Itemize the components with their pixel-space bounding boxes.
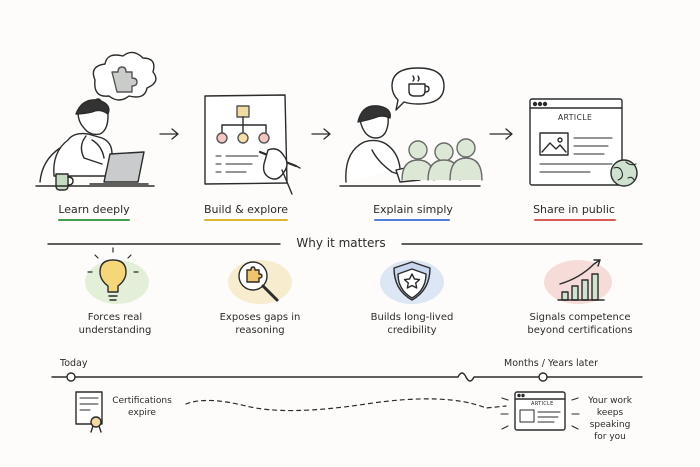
build-illustration	[204, 94, 301, 195]
arrow-right-icon	[159, 128, 513, 140]
timeline-dashed-connector	[185, 398, 507, 412]
step-underline-build	[204, 219, 288, 221]
step-underline-learn	[58, 219, 130, 221]
small-browser-icon	[500, 391, 580, 431]
reason-icons	[85, 247, 612, 304]
explain-illustration	[339, 67, 483, 187]
step-underline-explain	[374, 219, 450, 221]
section-title: Why it matters	[296, 236, 386, 250]
reason-label-credibility: Builds long-lived credibility	[370, 312, 454, 336]
reason-label-understanding: Forces real understanding	[78, 312, 152, 336]
step-label-share: Share in public	[533, 203, 615, 216]
browser-article-illustration	[529, 98, 638, 187]
globe-icon	[610, 159, 638, 187]
timeline-end-marker	[538, 372, 548, 382]
article-tag: ARTICLE	[558, 113, 593, 122]
lightbulb-icon	[87, 247, 139, 301]
shield-star-icon	[393, 261, 431, 301]
timeline-start-label: Today	[60, 358, 88, 369]
small-article-tag: ARTICLE	[531, 401, 554, 407]
timeline-end-label: Months / Years later	[504, 358, 598, 369]
work-speaking-note: Your work keeps speaking for you	[588, 396, 632, 442]
certificate-icon	[75, 391, 103, 433]
image-placeholder-icon	[539, 132, 569, 156]
reason-label-gaps: Exposes gaps in reasoning	[219, 312, 301, 336]
step-underline-share	[534, 219, 616, 221]
audience-icon	[401, 138, 483, 181]
speech-bubble-icon	[391, 67, 445, 111]
thought-bubble-icon	[90, 51, 157, 113]
reason-label-competence: Signals competence beyond certifications	[527, 312, 633, 336]
timeline-start-marker	[66, 372, 76, 382]
timeline	[51, 372, 643, 433]
laptop-icon	[89, 151, 149, 185]
magnifier-puzzle-icon	[238, 261, 279, 302]
step-label-learn: Learn deeply	[58, 203, 130, 216]
step-label-explain: Explain simply	[373, 203, 453, 216]
learner-illustration	[35, 51, 157, 191]
growth-chart-icon	[557, 259, 605, 301]
certifications-note: Certifications expire	[112, 396, 172, 418]
step-label-build: Build & explore	[203, 203, 289, 216]
